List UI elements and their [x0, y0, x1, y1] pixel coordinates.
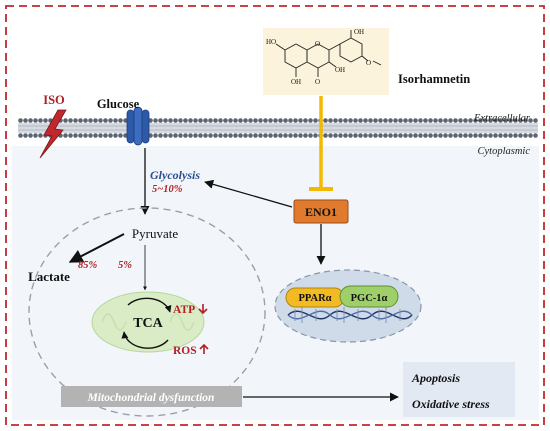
- iso-label: ISO: [43, 93, 65, 107]
- cytoplasmic-label: Cytoplasmic: [478, 146, 531, 157]
- atp-label: ATP: [173, 304, 195, 316]
- arrow-up-icon: [199, 343, 209, 354]
- cycle-arrows-icon: [121, 297, 172, 349]
- cell-membrane: [18, 118, 538, 138]
- pyruvate-label: Pyruvate: [132, 226, 178, 241]
- tca-percent: 5%: [118, 260, 132, 271]
- eno1-to-glycolysis-arrow: [204, 179, 293, 208]
- mitochondrion: [91, 291, 205, 353]
- pyruvate-to-lactate-arrow: [68, 233, 125, 263]
- compound-name: Isorhamnetin: [398, 72, 470, 86]
- compound-backdrop: [263, 28, 389, 95]
- mito-dysfunction-box: [61, 386, 242, 407]
- glucose-label: Glucose: [97, 97, 140, 111]
- atom-oh-bottom: OH: [291, 78, 301, 86]
- pgc1-alpha-label: PGC-1α: [351, 293, 388, 304]
- atom-o-methoxy: O: [366, 59, 371, 67]
- tca-label: TCA: [133, 316, 163, 331]
- cell-compartment: [28, 207, 266, 417]
- glucose-transporter-icon: [126, 106, 150, 146]
- eno1-box: [293, 199, 349, 224]
- arrow-down-icon: [198, 304, 208, 315]
- mito-dysfunction-label: Mitochondrial dysfunction: [87, 392, 215, 404]
- dna-helix-icon: [287, 307, 413, 323]
- oxidative-stress-label: Oxidative stress: [412, 397, 490, 411]
- pgc1-alpha-box: [339, 285, 399, 308]
- outcome-box: [403, 362, 515, 417]
- atom-o-ring: O: [315, 40, 320, 48]
- glycolysis-percent: 5~10%: [152, 184, 183, 195]
- ros-label: ROS: [173, 345, 197, 357]
- lactate-label: Lactate: [28, 269, 70, 284]
- lightning-bolt-icon: [39, 109, 67, 159]
- apoptosis-label: Apoptosis: [411, 371, 460, 385]
- extracellular-label: Extracellular: [473, 113, 531, 124]
- atom-oh-top: OH: [354, 28, 364, 36]
- eno1-label: ENO1: [305, 205, 337, 219]
- ppar-alpha-label: PPARα: [298, 293, 331, 304]
- atom-ho-left: HO: [266, 38, 276, 46]
- lactate-percent: 85%: [78, 260, 98, 271]
- glycolysis-label: Glycolysis: [150, 168, 200, 182]
- atom-o-keto: O: [315, 78, 320, 86]
- atom-oh-middle: OH: [335, 66, 345, 74]
- outer-frame: [5, 5, 545, 426]
- isorhamnetin-structure: [275, 30, 382, 77]
